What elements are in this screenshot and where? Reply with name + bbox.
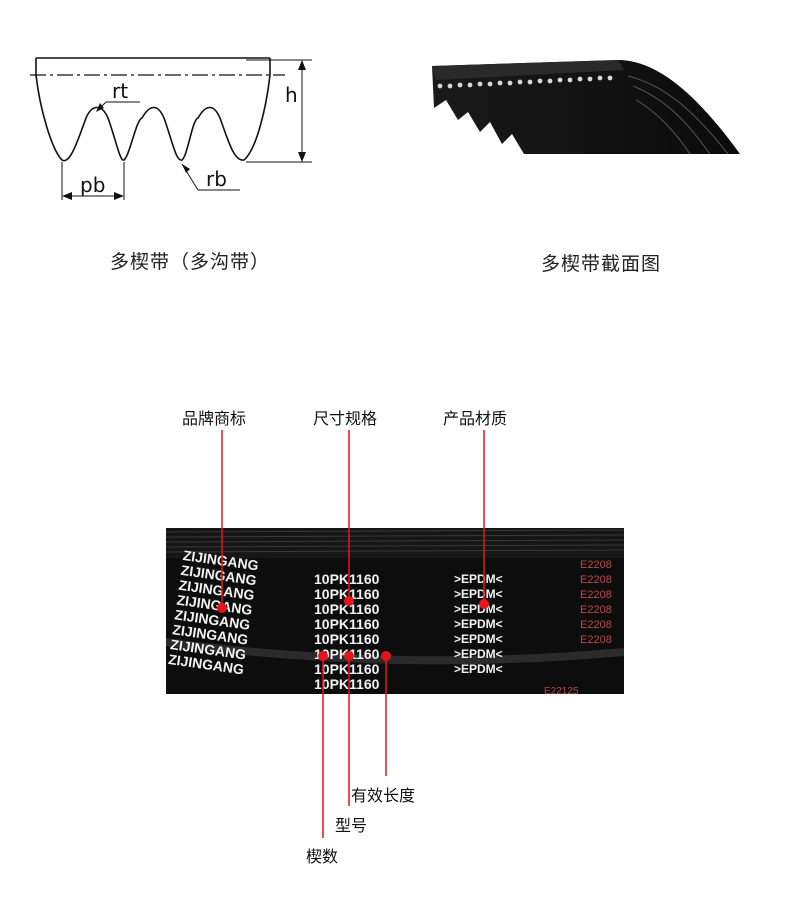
dot-length [381, 651, 391, 661]
label-h: h [285, 83, 298, 107]
belt-profile-diagram: h pb rt rb [30, 57, 312, 200]
dot-model [344, 651, 354, 661]
dot-wedge-count [318, 651, 328, 661]
batch-bottom: E22125 [544, 686, 579, 694]
callout-wedge-count: 楔数 [306, 847, 339, 866]
label-rb: rb [206, 167, 227, 191]
callout-size-spec: 尺寸规格 [313, 409, 378, 428]
dot-material [479, 599, 489, 609]
rib-profile [35, 58, 271, 162]
callout-brand: 品牌商标 [182, 409, 247, 428]
cord-dots [437, 75, 613, 89]
belt-ribs [166, 528, 624, 665]
callout-effective-length: 有效长度 [351, 786, 416, 805]
belt-section-image [432, 60, 740, 155]
dot-brand [217, 603, 227, 613]
label-rt: rt [112, 79, 128, 103]
caption-profile: 多楔带（多沟带） [110, 251, 271, 273]
caption-section: 多楔带截面图 [541, 253, 662, 275]
callout-material: 产品材质 [443, 409, 508, 428]
material-column: >EPDM<>EPDM< >EPDM<>EPDM< >EPDM<>EPDM< >… [454, 572, 503, 676]
callout-model: 型号 [335, 816, 368, 835]
dot-size-spec [344, 596, 354, 606]
label-pb: pb [80, 173, 105, 197]
